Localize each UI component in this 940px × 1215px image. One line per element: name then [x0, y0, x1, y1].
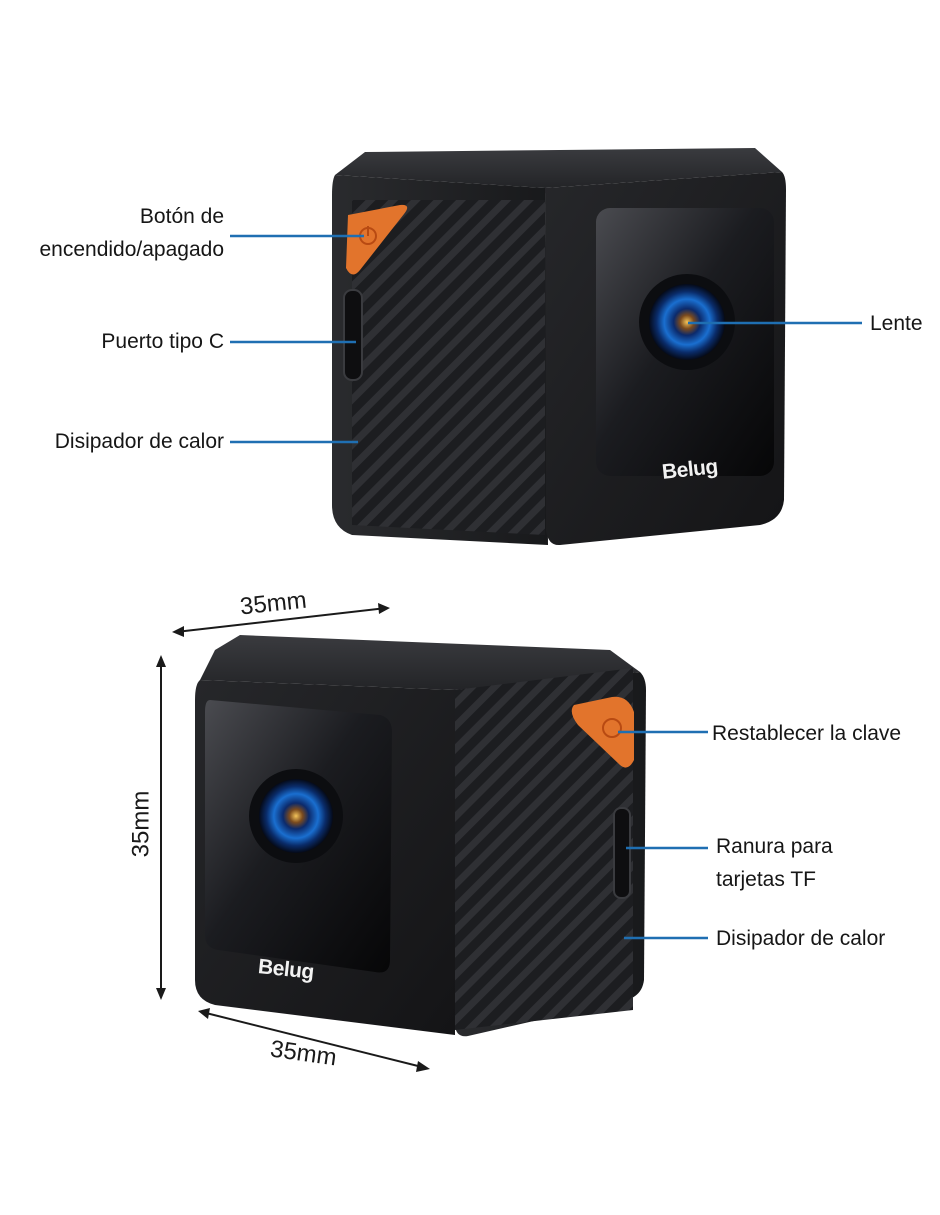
reset-icon: [602, 718, 622, 738]
top-callout-lines: [230, 234, 862, 444]
dimension-arrow-top: [175, 607, 387, 633]
lens-icon: [649, 284, 725, 360]
callout-tf-slot: Ranura para tarjetas TF: [716, 830, 833, 896]
callout-heat-sink-top: Disipador de calor: [54, 430, 224, 453]
bottom-camera-top-face: [200, 635, 640, 690]
lens-bottom-icon: [259, 779, 333, 853]
dimension-arrow-depth: [201, 1011, 427, 1069]
callout-usb-c: Puerto tipo C: [101, 330, 224, 353]
power-button: [346, 204, 408, 275]
callout-heat-sink-bottom: Disipador de calor: [716, 927, 886, 950]
bottom-camera: [195, 635, 646, 1037]
callout-power-button: Botón de encendido/apagado: [0, 200, 224, 266]
top-camera-top-face: [335, 148, 782, 188]
tf-card-slot: [613, 807, 631, 899]
callout-tf-line2: tarjetas TF: [716, 868, 816, 891]
dimension-arrows: [156, 603, 430, 1072]
dimension-height-label: 35mm: [127, 790, 155, 858]
heat-sink-ribs: [352, 200, 545, 535]
usb-c-port: [343, 289, 363, 381]
callout-power-line1: Botón de: [139, 205, 224, 228]
callout-tf-line1: Ranura para: [716, 835, 833, 858]
callout-lens: Lente: [870, 312, 923, 335]
reset-button: [571, 696, 634, 768]
callout-reset: Restablecer la clave: [712, 722, 902, 745]
callout-power-line2: encendido/apagado: [39, 238, 224, 261]
bottom-callout-lines: [618, 730, 708, 940]
top-camera: [332, 148, 786, 546]
